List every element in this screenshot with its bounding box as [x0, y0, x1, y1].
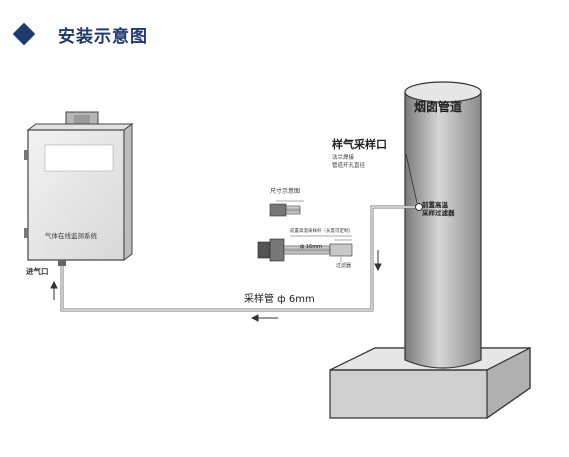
filter-label-line-1: 前置高温	[422, 201, 448, 209]
display-window	[44, 144, 114, 172]
filter-label-line-2: 采样过滤器	[422, 209, 455, 217]
size-detail	[257, 200, 353, 262]
page-title: 安装示意图	[58, 26, 148, 47]
inlet-label: 进气口	[26, 267, 49, 276]
chimney	[404, 81, 482, 369]
analyzer-cabinet	[24, 111, 134, 266]
sampling-port-title: 样气采样口	[332, 138, 387, 151]
diameter-label: ф 16mm	[300, 244, 322, 250]
chimney-label: 烟囱管道	[414, 100, 463, 114]
sampling-port-note-1: 法兰焊接	[332, 155, 355, 161]
cabinet-label: 气体在线监测系统	[45, 232, 97, 240]
detail-filter-label: 过滤器	[336, 263, 352, 269]
sampling-port-marker	[405, 153, 423, 211]
flow-arrows	[50, 250, 382, 322]
sample-tube-label: 采样管 ф 6mm	[244, 294, 315, 305]
sample-tube	[60, 205, 417, 312]
section-header: 安装示意图	[12, 22, 148, 47]
detail-title: 尺寸示意图	[270, 188, 301, 195]
probe-label: 前置高温采样杆（长度可定制）	[290, 229, 353, 234]
sampling-port-note-2: 管道开孔直径	[332, 163, 366, 169]
